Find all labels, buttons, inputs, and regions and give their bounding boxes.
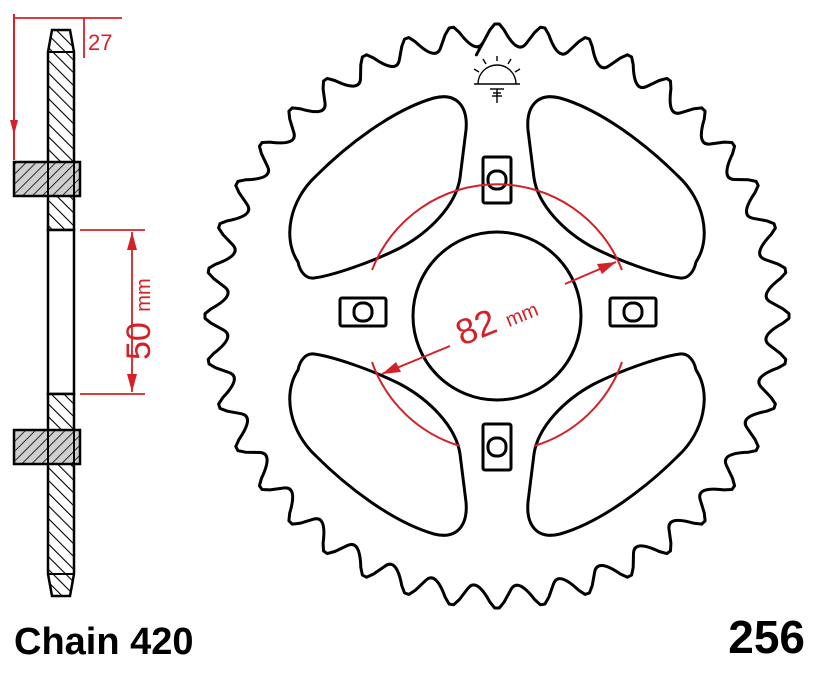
sprocket-front-view: 82 mm	[203, 22, 791, 610]
profile-upper-boss	[12, 160, 82, 198]
bore-dimension-label: 50 mm	[120, 278, 158, 360]
sun-logo-icon	[473, 56, 521, 103]
bolt-hole-right	[608, 296, 658, 328]
center-bore	[411, 230, 583, 402]
profile-bore-gap	[46, 228, 76, 396]
side-profile: 27 50 mm	[10, 14, 158, 598]
bore-unit: mm	[133, 278, 155, 311]
cutouts	[288, 95, 706, 537]
sprocket-teeth-outline	[203, 22, 791, 610]
bore-value: 50	[120, 322, 158, 360]
pcd-unit: mm	[502, 299, 541, 332]
profile-upper-plate	[46, 28, 76, 232]
cutout-bottom-right	[526, 352, 706, 537]
profile-lower-plate	[46, 392, 76, 598]
bolt-hole-top	[481, 155, 513, 205]
cutout-bottom-left	[288, 352, 468, 537]
pcd-dimension-label: 82 mm	[450, 284, 543, 353]
cutout-top-left	[288, 95, 468, 280]
bolt-hole-bottom	[481, 422, 513, 472]
bore-dimension	[80, 229, 145, 395]
bolt-holes	[338, 155, 658, 472]
bolt-hole-left	[338, 296, 388, 328]
pcd-dimension	[371, 183, 623, 447]
profile-lower-boss	[12, 428, 82, 466]
thickness-dimension	[10, 14, 122, 160]
cutout-top-right	[526, 95, 706, 280]
part-number-label: 256	[728, 611, 805, 663]
chain-size-label: Chain 420	[14, 621, 194, 663]
thickness-value-label: 27	[88, 30, 112, 55]
pcd-value: 82	[450, 300, 502, 353]
